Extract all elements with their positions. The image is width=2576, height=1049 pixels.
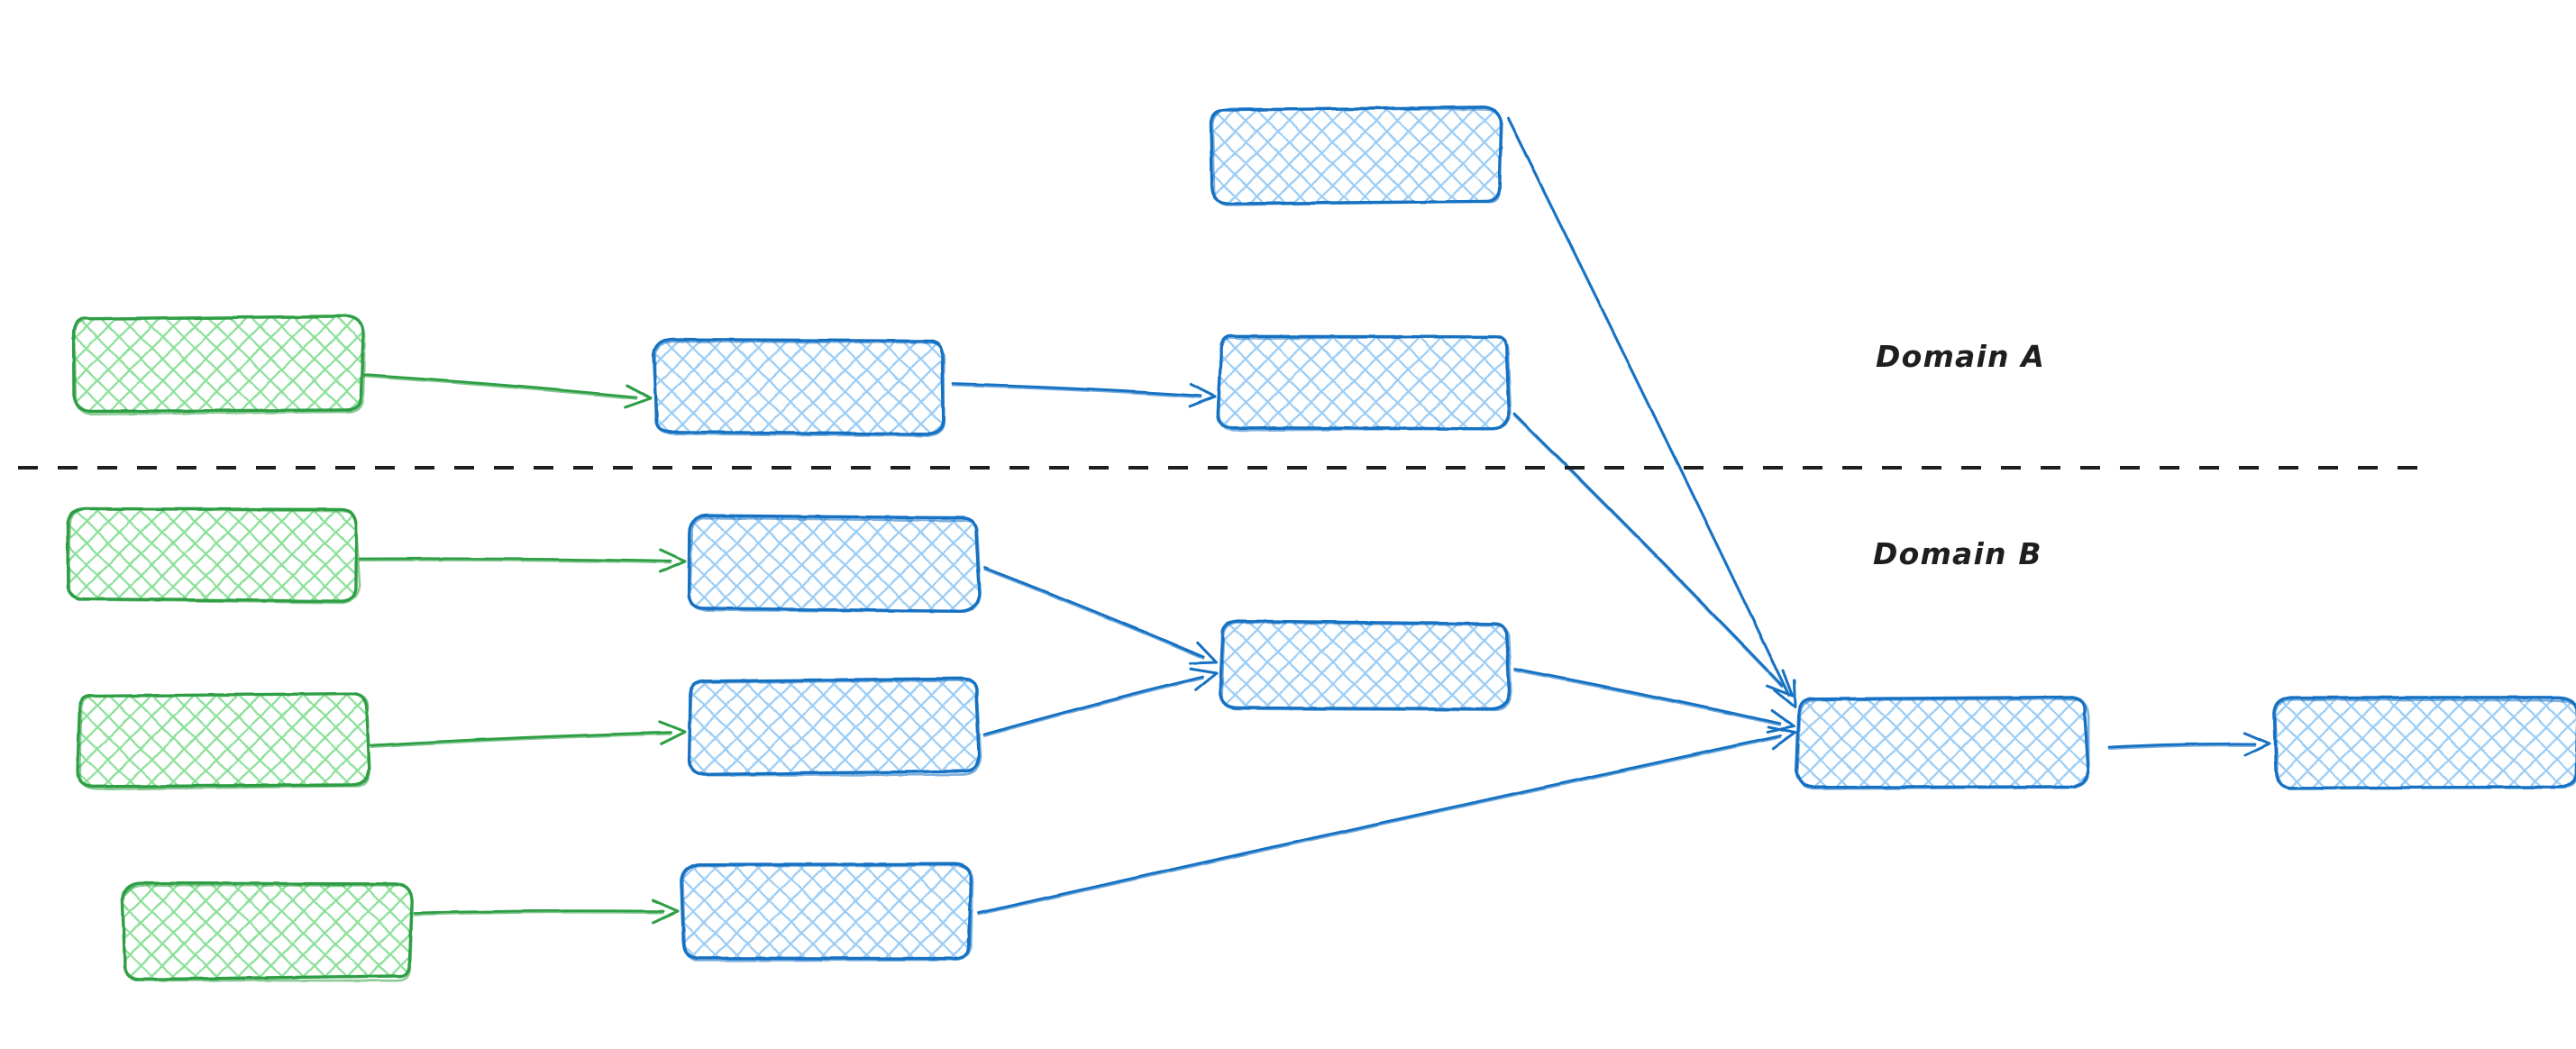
source-node-a1-fill <box>73 315 364 412</box>
edge-proc-b1-to-merge-b-line <box>983 569 1205 660</box>
edge-src-b3-to-proc-b3-arrowhead <box>652 898 680 924</box>
edge-src-b2-to-proc-b2[interactable] <box>369 720 687 748</box>
process-node-b3[interactable] <box>680 862 974 962</box>
source-node-b3-outline <box>121 884 414 982</box>
edge-agg-b-to-out-b-line <box>2108 744 2256 750</box>
output-node-b[interactable] <box>2272 696 2576 790</box>
process-node-a1[interactable] <box>652 337 945 438</box>
edge-agg-b-to-out-b[interactable] <box>2107 731 2271 757</box>
edge-src-a1-to-proc-a1-arrowhead <box>624 384 653 409</box>
edge-src-b3-to-proc-b3[interactable] <box>413 898 680 924</box>
edge-src-a1-to-proc-a1[interactable] <box>362 373 653 409</box>
edge-proc-a0-to-agg-b-arrowhead <box>1773 679 1797 709</box>
merge-node-b[interactable] <box>1218 619 1512 712</box>
edge-proc-b2-to-merge-b-line <box>983 678 1204 737</box>
process-node-a2[interactable] <box>1216 334 1512 432</box>
process-node-a0-outline <box>1210 107 1503 206</box>
edge-proc-b3-to-agg-b-arrowhead <box>1767 725 1796 751</box>
domain-a-label: Domain A <box>1876 339 2046 374</box>
edge-proc-a1-to-proc-a2-line <box>951 382 1202 397</box>
edges-layer <box>358 116 2271 924</box>
source-node-b2-outline <box>76 691 371 789</box>
edge-proc-b1-to-merge-b-line <box>982 566 1205 659</box>
edge-proc-a1-to-proc-a2-line <box>952 385 1202 399</box>
edge-src-b3-to-proc-b3-line <box>414 911 664 916</box>
process-node-a0[interactable] <box>1209 105 1503 206</box>
edge-src-b1-to-proc-b1-line <box>359 559 672 564</box>
process-node-b1[interactable] <box>687 514 982 614</box>
edge-proc-b2-to-merge-b[interactable] <box>982 667 1219 737</box>
edge-src-a1-to-proc-a1-line <box>363 376 638 400</box>
process-node-a0-fill <box>1210 106 1502 205</box>
output-node-b-fill <box>2274 697 2576 789</box>
source-node-b2-fill <box>78 693 370 787</box>
output-node-b-outline <box>2274 698 2576 789</box>
edge-proc-a2-to-agg-b-arrowhead <box>1766 669 1795 698</box>
process-node-a2-fill <box>1218 335 1510 429</box>
edge-proc-b1-to-merge-b-arrowhead <box>1188 641 1219 665</box>
source-node-b1-outline <box>67 507 361 605</box>
source-node-b3-fill <box>122 883 413 980</box>
edge-proc-a1-to-proc-a2[interactable] <box>951 382 1217 408</box>
edge-proc-a2-to-agg-b[interactable] <box>1512 412 1795 698</box>
edge-merge-b-to-agg-b[interactable] <box>1512 667 1795 734</box>
edge-proc-b2-to-merge-b-line <box>982 675 1204 736</box>
process-node-a1-outline <box>653 340 945 438</box>
edge-agg-b-to-out-b-line <box>2107 742 2257 749</box>
edge-proc-a1-to-proc-a2-arrowhead <box>1188 382 1217 408</box>
source-node-b2-outline <box>78 692 371 791</box>
edge-proc-b1-to-merge-b[interactable] <box>982 566 1219 665</box>
process-node-b2[interactable] <box>687 677 982 777</box>
source-node-b1-fill <box>67 508 357 602</box>
edge-src-a1-to-proc-a1-line <box>362 373 638 399</box>
domain-b-label: Domain B <box>1873 536 2042 571</box>
edge-src-b1-to-proc-b1[interactable] <box>358 549 687 574</box>
edge-src-b2-to-proc-b2-arrowhead <box>658 720 687 745</box>
process-node-b2-outline <box>688 679 982 777</box>
source-node-a1-outline <box>73 315 367 415</box>
source-node-b1[interactable] <box>66 506 361 605</box>
process-node-a1-fill <box>653 339 944 434</box>
edge-src-b2-to-proc-b2-line <box>370 733 672 748</box>
process-node-b3-outline <box>681 864 974 962</box>
source-node-b2[interactable] <box>76 691 371 791</box>
edge-proc-b2-to-merge-b-arrowhead <box>1188 667 1219 692</box>
edge-src-b1-to-proc-b1-line <box>358 557 672 563</box>
merge-node-b-outline <box>1220 621 1512 712</box>
edge-proc-a0-to-agg-b[interactable] <box>1506 116 1797 709</box>
edge-src-b2-to-proc-b2-line <box>369 731 672 747</box>
edge-merge-b-to-agg-b-line <box>1513 670 1781 726</box>
edge-proc-a0-to-agg-b-line <box>1507 119 1790 698</box>
aggregate-node-b-fill <box>1796 697 2088 788</box>
edge-src-b1-to-proc-b1-arrowhead <box>659 549 687 574</box>
edge-agg-b-to-out-b-arrowhead <box>2243 731 2271 757</box>
source-node-a1[interactable] <box>71 314 367 415</box>
edge-proc-b3-to-agg-b-line <box>977 734 1782 915</box>
aggregate-node-b-outline <box>1796 698 2090 790</box>
edge-merge-b-to-agg-b-line <box>1512 667 1781 725</box>
nodes-layer <box>66 105 2576 982</box>
source-node-b3[interactable] <box>121 881 414 982</box>
process-node-b1-fill <box>689 515 980 612</box>
edge-proc-b3-to-agg-b[interactable] <box>977 725 1796 916</box>
edge-proc-a2-to-agg-b-line <box>1512 412 1785 688</box>
edge-proc-b3-to-agg-b-line <box>978 736 1782 916</box>
merge-node-b-fill <box>1219 621 1510 710</box>
process-node-b2-fill <box>689 678 980 775</box>
edge-src-b3-to-proc-b3-line <box>413 909 665 915</box>
process-node-b3-fill <box>681 863 972 959</box>
aggregate-node-b[interactable] <box>1795 695 2090 790</box>
process-node-a2-outline <box>1217 334 1512 432</box>
process-node-b1-outline <box>688 516 982 614</box>
edge-proc-a2-to-agg-b-line <box>1513 415 1784 689</box>
